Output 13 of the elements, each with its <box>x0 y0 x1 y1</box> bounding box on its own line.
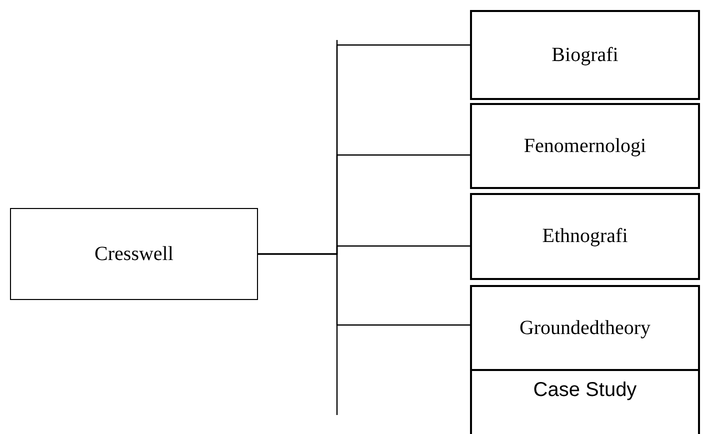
node-label: Cresswell <box>94 242 174 266</box>
box <box>470 285 700 371</box>
box <box>470 193 700 280</box>
node-label: Groundedtheory <box>519 316 651 340</box>
box <box>470 103 700 189</box>
node-label: Biografi <box>552 44 618 66</box>
node-label: Case Study <box>533 379 637 402</box>
node-label: Ethnografi <box>542 225 628 248</box>
node-label: Fenomernologi <box>524 134 646 158</box>
box <box>10 208 258 300</box>
connector <box>258 253 470 326</box>
open-box <box>470 371 700 434</box>
box <box>470 10 700 100</box>
